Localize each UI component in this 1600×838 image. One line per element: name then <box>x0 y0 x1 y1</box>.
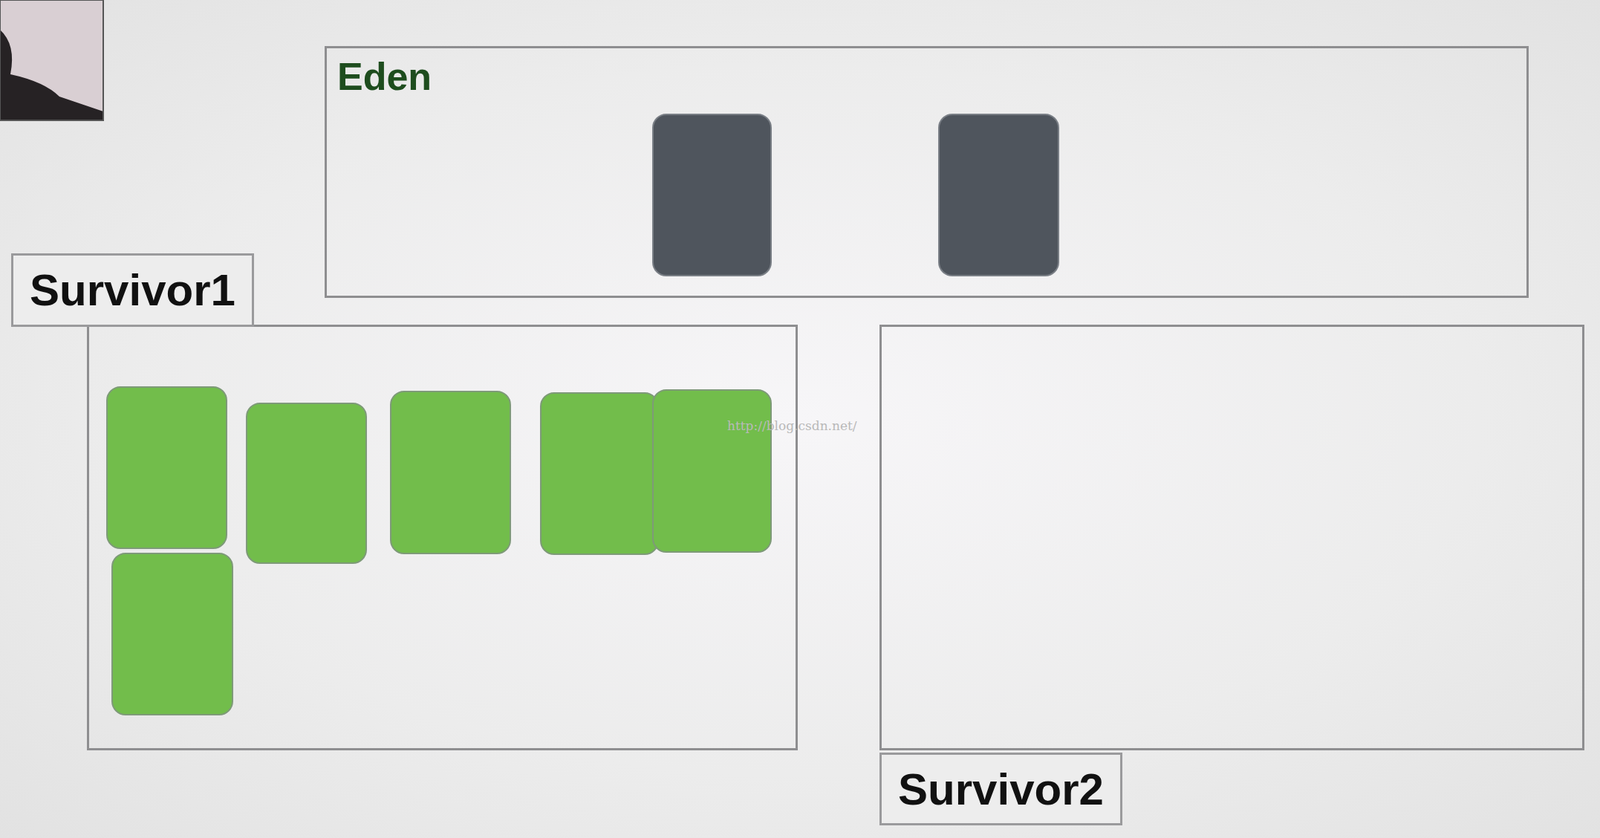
region-title: Survivor2 <box>898 763 1104 815</box>
survivor-region: Survivor2 <box>879 324 1585 751</box>
watermark: http://blog.csdn.net/ <box>727 418 858 434</box>
region-title: Survivor1 <box>29 264 236 316</box>
survivor-objects <box>106 387 772 715</box>
survivor-region: Survivor1 <box>86 324 798 751</box>
region-label-tab: Survivor1 <box>11 253 255 327</box>
region-label-tab: Survivor2 <box>879 752 1123 826</box>
eden-region: Eden <box>324 46 1529 298</box>
eden-objects <box>652 114 1059 276</box>
webcam-thumbnail <box>0 0 104 121</box>
region-title: Eden <box>337 54 432 99</box>
